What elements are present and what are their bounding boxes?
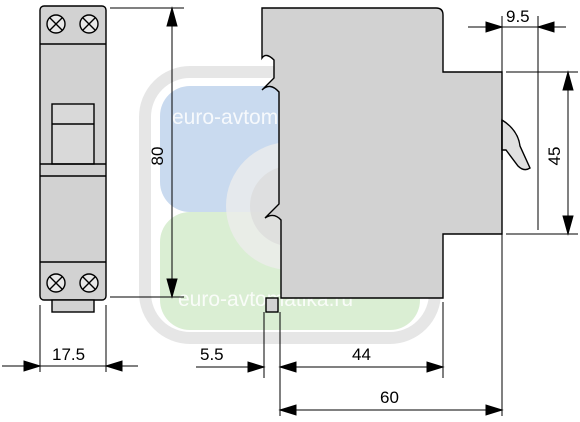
label-front-width: 17.5 [52,345,85,364]
handle-window [51,103,95,165]
front-view [39,5,107,313]
dim-overall-depth [278,234,504,416]
dim-top-offset [468,16,566,230]
arrow-offset-left [485,21,504,33]
arrow-overall-right [485,404,504,416]
terminal-screw-top-right-cross [82,17,96,31]
arrow-front-left [23,360,42,372]
side-rail-clip [265,297,279,313]
side-body [261,7,503,299]
arrow-overall-left [278,404,297,416]
label-top-offset: 9.5 [506,7,530,26]
arrow-rail-left [247,361,266,373]
terminal-screw-bottom-left-cross [49,276,63,290]
arrow-front-right [104,360,123,372]
label-handle-height: 45 [545,147,564,166]
terminal-screw-bottom-right-cross [82,276,96,290]
label-rail-offset: 5.5 [200,345,224,364]
arrow-depth-left [278,361,297,373]
arrow-depth-right [426,361,445,373]
front-bottom-tab [51,299,95,313]
dim-row-depth [196,302,445,416]
dim-height [110,6,184,299]
label-depth-to-front: 44 [352,345,371,364]
arrow-height-top [166,6,178,27]
side-view [261,7,531,313]
arrow-offset-right [536,21,555,33]
label-height: 80 [148,147,167,166]
side-toggle-handle [501,118,531,171]
arrow-height-bottom [166,278,178,299]
label-overall-depth: 60 [380,388,399,407]
terminal-screw-top-left-cross [49,17,63,31]
dim-handle-height [506,70,578,236]
arrow-handle-bottom [562,215,574,236]
dim-front-width [2,305,138,372]
arrow-handle-top [562,70,574,91]
